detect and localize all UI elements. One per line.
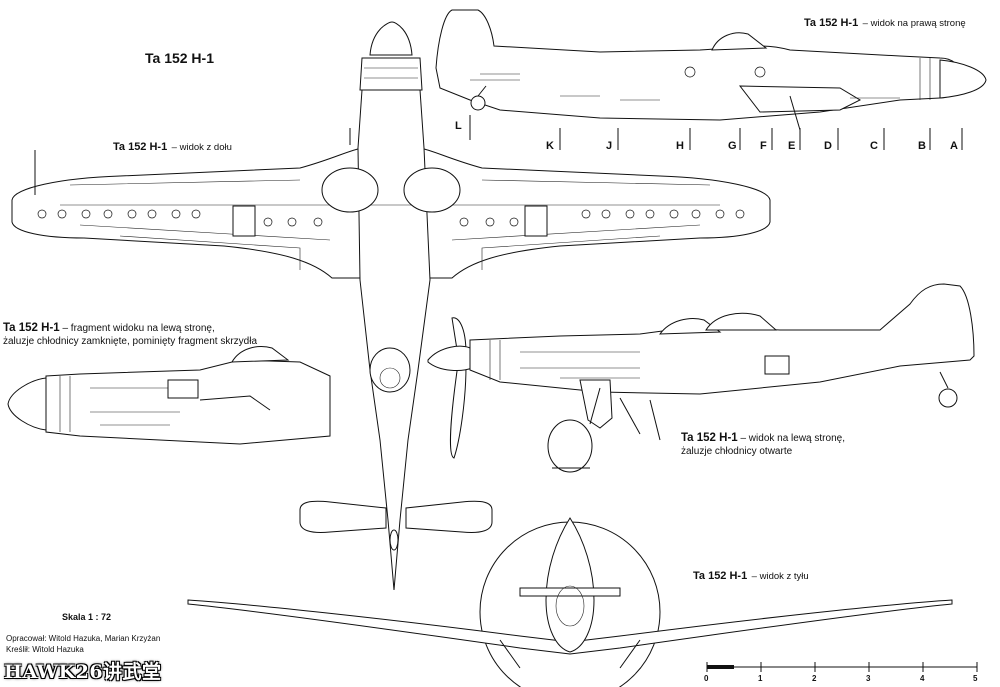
fastener-mark bbox=[715, 209, 725, 219]
credits: Opracował: Witold Hazuka, Marian Krzyżan… bbox=[6, 633, 160, 655]
fastener-mark bbox=[57, 209, 67, 219]
fastener-mark bbox=[691, 209, 701, 219]
scale-tick-label: 1 bbox=[758, 674, 763, 683]
section-letter: E bbox=[788, 140, 796, 152]
fastener-mark bbox=[171, 209, 181, 219]
watermark: HAWK26讲武堂 bbox=[4, 661, 162, 683]
scale-tick-label: 2 bbox=[812, 674, 817, 683]
section-letter: F bbox=[760, 140, 767, 152]
left-fragment-view-drawing bbox=[7, 346, 331, 445]
fastener-mark bbox=[509, 217, 519, 227]
right-side-view-drawing bbox=[435, 9, 987, 150]
caption-left-side-line1: – widok na lewą stronę, bbox=[740, 433, 845, 444]
fastener-mark bbox=[287, 217, 297, 227]
caption-bottom-view-sub: – widok z dołu bbox=[171, 142, 232, 153]
scale-bar bbox=[706, 662, 978, 672]
section-letter: A bbox=[950, 140, 958, 152]
caption-right-side-title: Ta 152 H-1 bbox=[804, 17, 859, 29]
section-letter: C bbox=[870, 140, 878, 152]
section-letter: K bbox=[546, 140, 554, 152]
caption-left-fragment-line2: żaluzje chłodnicy zamknięte, pominięty f… bbox=[3, 336, 257, 347]
fastener-mark bbox=[81, 209, 91, 219]
caption-rear-view-sub: – widok z tyłu bbox=[751, 571, 809, 582]
section-letter: L bbox=[455, 120, 462, 132]
caption-bottom-view: Ta 152 H-1 – widok z dołu bbox=[113, 137, 232, 155]
caption-bottom-view-title: Ta 152 H-1 bbox=[113, 141, 168, 153]
scale-tick-label: 3 bbox=[866, 674, 871, 683]
fastener-mark bbox=[263, 217, 273, 227]
credits-drawn: Kreślił: Witold Hazuka bbox=[6, 645, 84, 654]
fastener-mark bbox=[625, 209, 635, 219]
fastener-mark bbox=[459, 217, 469, 227]
fastener-mark bbox=[127, 209, 137, 219]
credits-prepared: Opracował: Witold Hazuka, Marian Krzyżan bbox=[6, 634, 161, 643]
caption-rear-view-title: Ta 152 H-1 bbox=[693, 570, 748, 582]
section-letter: B bbox=[918, 140, 926, 152]
left-side-view-drawing bbox=[427, 283, 975, 473]
scale-tick-label: 4 bbox=[920, 674, 925, 683]
caption-rear-view: Ta 152 H-1 – widok z tyłu bbox=[693, 566, 809, 584]
scale-tick-label: 5 bbox=[973, 674, 978, 683]
caption-right-side: Ta 152 H-1 – widok na prawą stronę bbox=[804, 13, 966, 31]
bottom-view-drawing bbox=[11, 21, 771, 591]
fastener-mark bbox=[485, 217, 495, 227]
wing-panel-fasteners bbox=[37, 209, 745, 227]
fastener-mark bbox=[191, 209, 201, 219]
caption-left-side: Ta 152 H-1 – widok na lewą stronę, żaluz… bbox=[681, 432, 845, 458]
caption-left-fragment-title: Ta 152 H-1 bbox=[3, 322, 60, 334]
section-letter: G bbox=[728, 140, 737, 152]
caption-left-fragment: Ta 152 H-1 – fragment widoku na lewą str… bbox=[3, 322, 257, 348]
fastener-mark bbox=[103, 209, 113, 219]
fastener-mark bbox=[735, 209, 745, 219]
fastener-mark bbox=[669, 209, 679, 219]
caption-left-fragment-line1: – fragment widoku na lewą stronę, bbox=[62, 323, 215, 334]
fastener-mark bbox=[581, 209, 591, 219]
caption-right-side-sub: – widok na prawą stronę bbox=[862, 18, 966, 29]
scale-label: Skala 1 : 72 bbox=[62, 612, 112, 622]
fastener-mark bbox=[645, 209, 655, 219]
caption-left-side-line2: żaluzje chłodnicy otwarte bbox=[681, 446, 793, 457]
section-letter: D bbox=[824, 140, 832, 152]
fastener-mark bbox=[147, 209, 157, 219]
sheet-title: Ta 152 H-1 bbox=[145, 50, 214, 66]
fastener-mark bbox=[37, 209, 47, 219]
fastener-mark bbox=[601, 209, 611, 219]
rear-view-drawing bbox=[187, 517, 953, 687]
fastener-mark bbox=[313, 217, 323, 227]
section-letter: H bbox=[676, 140, 684, 152]
caption-left-side-title: Ta 152 H-1 bbox=[681, 432, 738, 444]
section-letter: J bbox=[606, 140, 613, 152]
scale-tick-label: 0 bbox=[704, 674, 709, 683]
